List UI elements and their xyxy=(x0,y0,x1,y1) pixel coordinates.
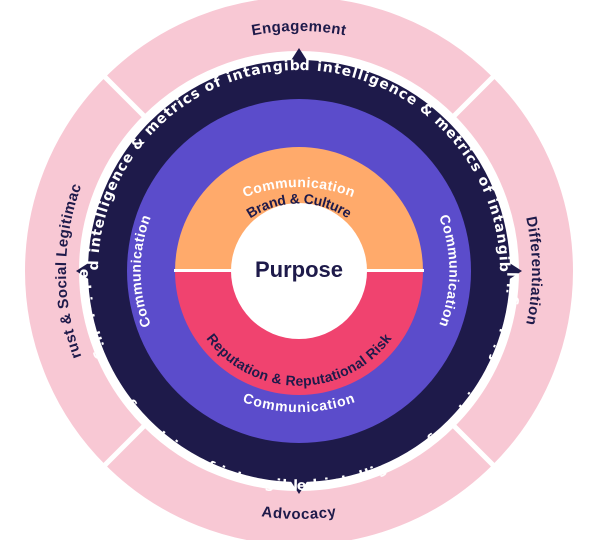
outer-label-engagement: Engagement xyxy=(250,18,348,39)
outer-ring-divider xyxy=(446,418,496,468)
outer-ring-divider xyxy=(102,418,152,468)
outer-ring-divider xyxy=(102,74,152,124)
center-label-purpose: Purpose xyxy=(255,257,343,282)
center-circle xyxy=(231,203,367,339)
outer-ring-band xyxy=(25,0,573,540)
arrow-right-icon xyxy=(508,262,522,280)
arrow-bottom-icon xyxy=(290,480,308,494)
outer-ring xyxy=(25,0,573,540)
outer-label-advocacy: Advocacy xyxy=(261,503,338,523)
arrow-pointers xyxy=(76,48,522,494)
arrow-left-icon xyxy=(76,262,90,280)
arrow-top-icon xyxy=(290,48,308,62)
outer-ring-divider xyxy=(446,74,496,124)
